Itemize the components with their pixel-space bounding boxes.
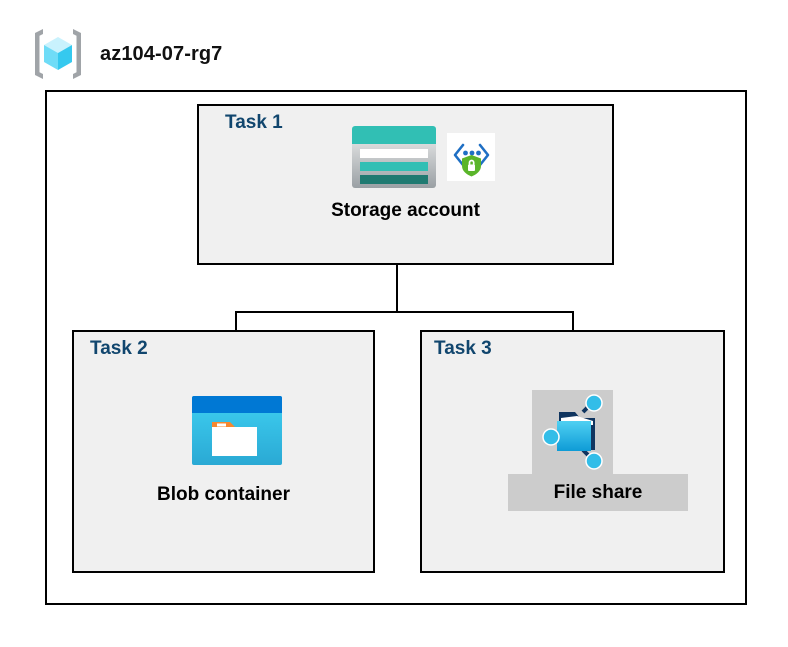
task-2-label: Task 2	[90, 338, 148, 359]
storage-account-icon[interactable]	[352, 126, 436, 188]
resource-group-cube-icon	[30, 26, 86, 82]
file-share-label: File share	[508, 474, 688, 511]
blob-container-label: Blob container	[156, 484, 290, 505]
file-share-icon[interactable]	[537, 394, 609, 470]
connector-storage-to-bus	[396, 233, 398, 313]
secure-private-endpoint-shield-icon[interactable]	[447, 133, 495, 181]
resource-group-name: az104-07-rg7	[100, 42, 223, 65]
connector-horizontal-bus	[235, 311, 574, 313]
storage-account-label: Storage account	[331, 200, 480, 221]
task-1-label: Task 1	[225, 112, 283, 133]
resource-group-header: az104-07-rg7	[30, 26, 222, 82]
task-3-label: Task 3	[434, 338, 492, 359]
blob-container-icon[interactable]	[192, 396, 282, 465]
